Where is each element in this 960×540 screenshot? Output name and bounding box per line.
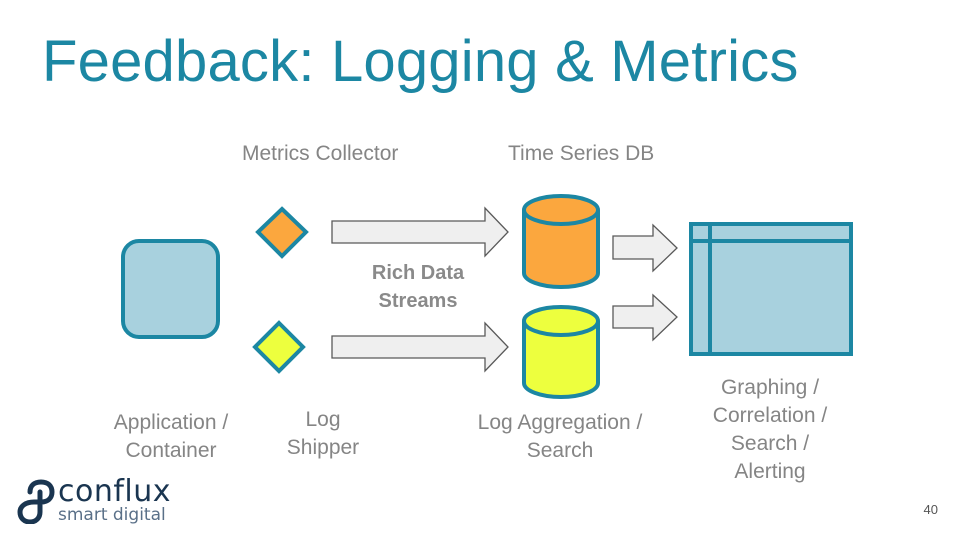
rich-data-line1: Rich Data [371, 262, 465, 284]
graphing-line4: Alerting [734, 460, 806, 483]
graphing-line3: Search / [730, 432, 810, 455]
log-shipper-line1: Log [305, 408, 341, 431]
application-container-box [121, 239, 220, 339]
logs-stream-arrow [331, 321, 509, 373]
tsdb-to-dashboard-arrow [612, 223, 678, 273]
metrics-stream-arrow [331, 206, 509, 258]
time-series-db-cylinder [522, 194, 600, 289]
logs-to-dashboard-arrow [612, 293, 678, 342]
time-series-db-label: Time Series DB [508, 142, 655, 165]
log-agg-line2: Search [526, 439, 594, 462]
graphing-label: Graphing / Correlation / Search / Alerti… [695, 374, 845, 486]
log-aggregation-cylinder [522, 305, 600, 399]
logo-wordmark: conflux [58, 474, 172, 509]
page-number: 40 [923, 502, 938, 517]
log-shipper-label: Log Shipper [273, 406, 373, 462]
app-label-line1: Application / [113, 411, 229, 434]
rich-data-line2: Streams [378, 290, 458, 312]
metrics-collector-diamond [255, 206, 309, 259]
rich-data-streams-label: Rich Data Streams [358, 259, 478, 315]
logo-tagline: smart digital [58, 505, 166, 525]
log-aggregation-label: Log Aggregation / Search [455, 409, 665, 465]
log-shipper-line2: Shipper [286, 436, 360, 459]
application-container-label: Application / Container [96, 409, 246, 465]
slide-title: Feedback: Logging & Metrics [42, 29, 799, 94]
graphing-line2: Correlation / [712, 404, 828, 427]
graphing-line1: Graphing / [720, 376, 820, 399]
metrics-collector-label: Metrics Collector [242, 142, 399, 165]
log-shipper-diamond [252, 320, 306, 374]
dashboard-window [689, 222, 853, 356]
log-agg-line1: Log Aggregation / [477, 411, 643, 434]
app-label-line2: Container [125, 439, 217, 462]
conflux-logo-mark-icon [17, 479, 55, 524]
